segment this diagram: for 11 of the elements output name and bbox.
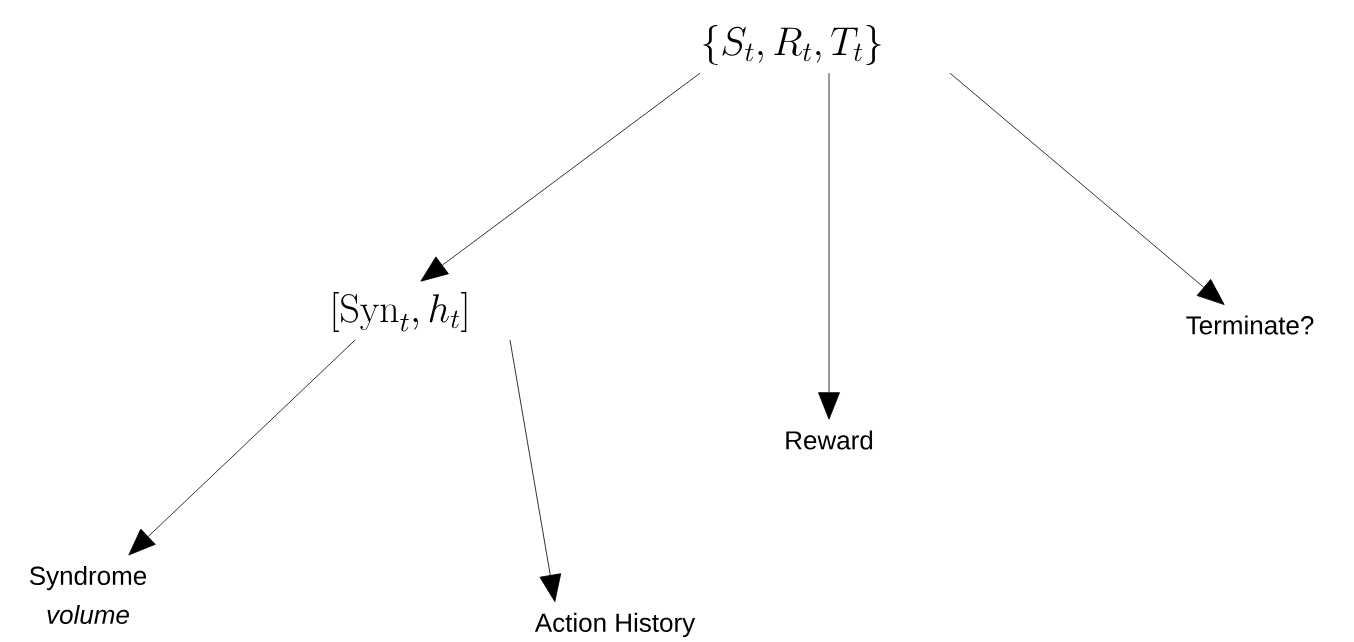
formula-label: $[\mathrm{Syn}_t, h_t]$	[333, 292, 467, 332]
node-label: Action History	[534, 612, 696, 638]
arrow	[818, 72, 840, 420]
arrow	[420, 72, 701, 282]
node-label: Reward	[786, 430, 873, 450]
arrow	[509, 339, 562, 602]
formula-label: $\{S_t, R_t, T_t\}$	[703, 25, 881, 65]
arrow	[949, 72, 1225, 305]
node-label: Syndrome volume	[29, 565, 147, 625]
node-label: Terminate?	[1186, 315, 1314, 335]
arrow	[128, 339, 356, 556]
